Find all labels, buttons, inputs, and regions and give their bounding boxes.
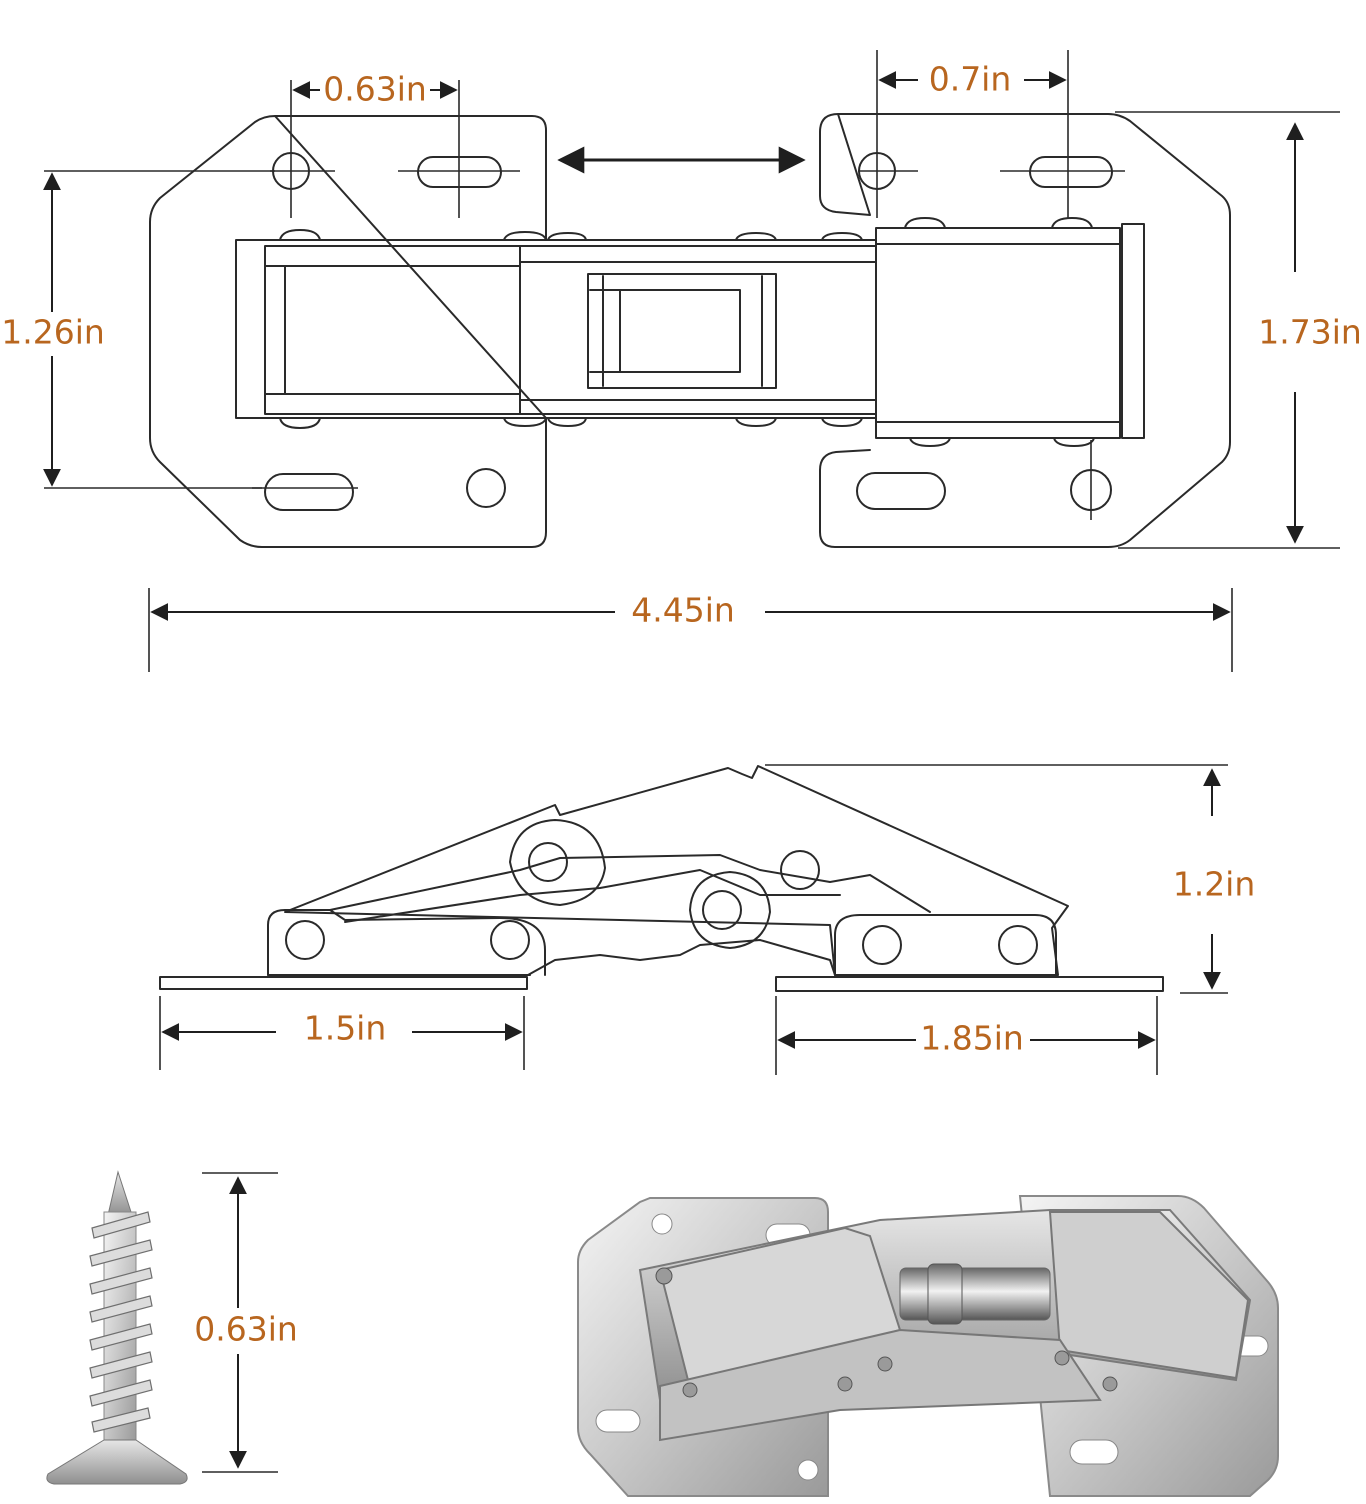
- dim-overall-length: 4.45in: [148, 588, 1233, 672]
- label-overall-length: 4.45in: [631, 591, 735, 630]
- label-top-right-hole-spacing: 0.7in: [929, 60, 1012, 99]
- label-right-base-length: 1.85in: [920, 1019, 1024, 1058]
- pivot-hole: [862, 925, 902, 965]
- pivot-hole: [780, 850, 820, 890]
- pivot-hole: [490, 920, 530, 960]
- hinge-product-photo: [577, 1195, 1279, 1497]
- right-base-plate: [775, 976, 1164, 992]
- left-mounting-plate: [149, 115, 547, 548]
- cover-arm: [284, 765, 1069, 976]
- mounting-slot: [264, 473, 354, 511]
- mounting-slot: [1029, 156, 1113, 188]
- label-left-base-length: 1.5in: [304, 1009, 387, 1048]
- label-side-height: 1.2in: [1173, 865, 1256, 904]
- hinge-side-view: [159, 765, 1164, 992]
- pivot-hole: [702, 890, 742, 930]
- right-mounting-plate: [819, 113, 1231, 548]
- hinge-arm-body: [235, 217, 1145, 447]
- label-top-left-hole-spacing: 0.63in: [323, 70, 427, 109]
- dim-left-base-length: 1.5in: [159, 996, 525, 1070]
- dim-right-base-length: 1.85in: [775, 996, 1158, 1075]
- label-left-plate-height: 1.26in: [1, 313, 105, 352]
- mounting-hole: [466, 468, 506, 508]
- screw-illustration: [46, 1170, 188, 1485]
- dim-right-plate-height: 1.73in: [1115, 111, 1366, 549]
- dim-screw-length: 0.63in: [185, 1172, 307, 1473]
- dim-top-right-hole-spacing: 0.7in: [876, 50, 1069, 218]
- left-base-plate: [159, 976, 528, 990]
- pivot-hole: [528, 842, 568, 882]
- dim-left-plate-height: 1.26in: [0, 170, 275, 489]
- dim-top-left-hole-spacing: 0.63in: [290, 70, 460, 218]
- label-screw-length: 0.63in: [194, 1310, 298, 1349]
- mounting-slot: [856, 472, 946, 510]
- pivot-hole: [998, 925, 1038, 965]
- label-right-plate-height: 1.73in: [1258, 313, 1362, 352]
- dim-side-height: 1.2in: [765, 764, 1268, 994]
- pivot-hole: [285, 920, 325, 960]
- hinge-top-view: [149, 113, 1231, 548]
